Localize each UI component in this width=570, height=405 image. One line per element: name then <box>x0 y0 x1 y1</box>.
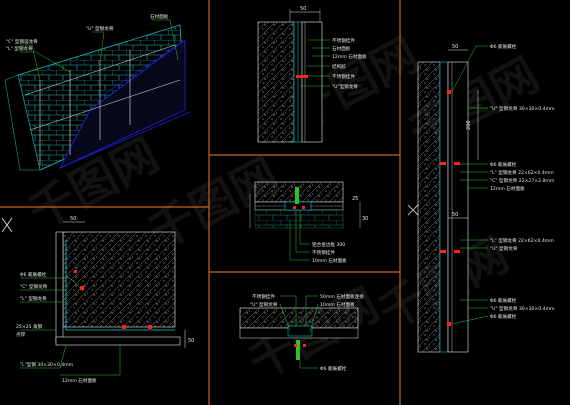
bottom-left-section: 50 50 Φ6 膨胀螺栓 "C" 型钢龙骨 "L" 型钢龙骨 25×25 角钢… <box>16 216 194 384</box>
top-mid-dim: 50 <box>300 6 306 12</box>
right-label-3: Φ6 膨胀螺栓 <box>490 161 517 168</box>
center-label-2: 不锈钢挂件 <box>312 249 335 256</box>
bottom-left-label-4: 25×25 角钢 <box>16 323 43 330</box>
iso-wall-view: "C" 型钢竖龙骨 "L" 型钢龙骨 "U" 型钢龙骨 石材面板 <box>4 13 191 171</box>
bottom-left-label-7: 12mm 石材面板 <box>62 377 97 384</box>
bottom-left-label-3: "L" 型钢龙骨 <box>20 295 47 302</box>
right-label-7: "L" 型钢龙骨 22×62×0.4mm <box>490 237 554 244</box>
top-mid-section: 50 不锈钢挂件 石材面板 12mm 石材面板 结构胶 不锈钢挂件 "U"型钢龙… <box>257 6 367 143</box>
right-label-8: "U" 型钢龙骨 <box>490 245 518 252</box>
bottom-mid-label-4: 10mm 石材面板 <box>320 301 355 308</box>
iso-label-stone-panel: 石材面板 <box>150 13 169 20</box>
bottom-left-dim-2: 50 <box>188 338 194 344</box>
right-dim-1: 50 <box>452 44 458 50</box>
right-label-6: 12mm 石材面板 <box>490 185 525 192</box>
bottom-left-dim-1: 50 <box>70 216 76 222</box>
panel-dividers <box>0 0 401 405</box>
bottom-left-label-6: "L"型钢 30×30×0.4mm <box>20 361 74 368</box>
right-dim-2: 200 <box>466 120 472 130</box>
iso-label-l-stud: "L" 型钢龙骨 <box>6 45 33 52</box>
right-label-2: "U" 型钢龙骨 30×30×0.4mm <box>490 105 555 112</box>
top-mid-label-2: 石材面板 <box>332 45 351 52</box>
top-mid-label-4: 结构胶 <box>332 63 346 70</box>
top-mid-label-6: "U"型钢龙骨 <box>332 83 358 90</box>
bottom-mid-label-3: 50mm 石材面板连接 <box>320 293 364 300</box>
iso-label-u-stud: "U" 型钢龙骨 <box>86 25 114 32</box>
right-section: 50 200 50 Φ6 膨胀螺栓 "U" 型钢龙骨 30×30×0.4mm Φ… <box>417 43 555 353</box>
bottom-mid-label-2: "U" 型钢龙骨 <box>250 301 278 308</box>
iso-label-c-stud: "C" 型钢竖龙骨 <box>6 38 38 45</box>
center-dim-2: 30 <box>362 216 368 222</box>
right-label-9: Φ6 膨胀螺栓 <box>490 297 517 304</box>
right-label-5: "C" 型钢龙骨 22×27×2.8mm <box>490 177 555 184</box>
bottom-mid-section: 不锈钢挂件 "U" 型钢龙骨 50mm 石材面板连接 10mm 石材面板 Φ6 … <box>239 293 364 372</box>
right-label-10: "U" 型钢龙骨 30×30×0.4mm <box>490 305 555 312</box>
right-dim-3: 50 <box>452 212 458 218</box>
bottom-mid-label-1: 不锈钢挂件 <box>252 293 275 300</box>
bottom-mid-label-5: Φ6 膨胀螺栓 <box>320 365 347 372</box>
top-mid-label-3: 12mm 石材面板 <box>332 53 367 60</box>
top-mid-label-5: 不锈钢挂件 <box>332 73 355 80</box>
center-section: 25 30 铝合金边框 300 不锈钢挂件 10mm 石材面板 <box>249 181 368 264</box>
bottom-left-label-2: "C" 型钢龙骨 <box>20 283 48 290</box>
right-label-11: Φ6 膨胀螺栓 <box>490 313 517 320</box>
right-label-4: "L" 型钢龙骨 22×62×0.4mm <box>490 169 554 176</box>
top-mid-label-1: 不锈钢挂件 <box>332 37 355 44</box>
center-label-3: 10mm 石材面板 <box>312 257 347 264</box>
bottom-left-label-1: Φ6 膨胀螺栓 <box>20 271 47 278</box>
center-label-1: 铝合金边框 300 <box>312 241 345 248</box>
right-label-1: Φ6 膨胀螺栓 <box>490 43 517 50</box>
bottom-left-label-5: 点焊 <box>16 331 26 338</box>
ucs-icon <box>1 204 419 233</box>
center-dim-1: 25 <box>352 196 358 202</box>
